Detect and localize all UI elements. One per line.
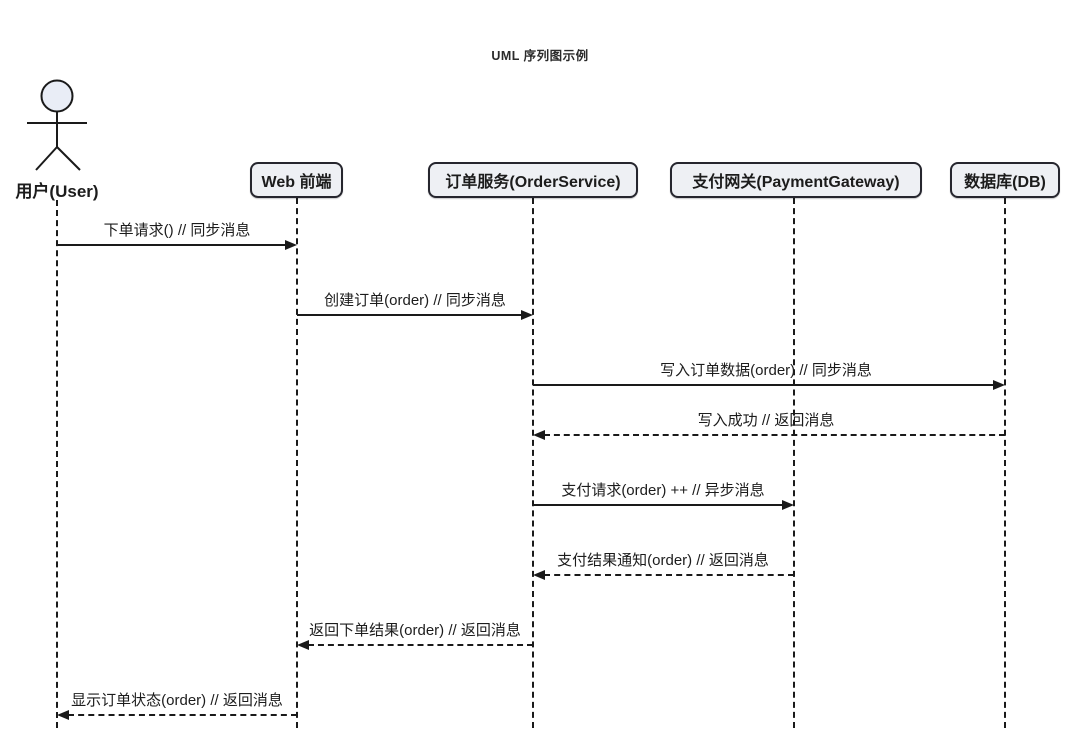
participant-label: 支付网关(PaymentGateway) (692, 174, 900, 191)
message-line (533, 384, 994, 386)
message-label: 显示订单状态(order) // 返回消息 (71, 692, 283, 709)
message-line (297, 314, 522, 316)
message-label: 支付请求(order) ++ // 异步消息 (561, 482, 765, 499)
participant-label: 数据库(DB) (964, 174, 1046, 191)
message-line (544, 574, 794, 576)
diagram-title: UML 序列图示例 (491, 49, 589, 63)
arrowhead-right (521, 310, 533, 320)
message-label: 写入成功 // 返回消息 (697, 412, 835, 429)
actor-label: 用户(User) (15, 182, 99, 201)
lifeline-payment-gateway (793, 198, 795, 728)
lifeline-web-frontend (296, 198, 298, 728)
actor-stick-figure-icon (27, 79, 87, 171)
message-line (68, 714, 297, 716)
participant-web-frontend: Web 前端 (250, 162, 343, 198)
participant-label: Web 前端 (261, 174, 332, 191)
lifeline-order-service (532, 198, 534, 728)
arrowhead-left (57, 710, 69, 720)
message-line (57, 244, 286, 246)
arrowhead-right (782, 500, 794, 510)
message-label: 返回下单结果(order) // 返回消息 (309, 622, 521, 639)
arrowhead-right (285, 240, 297, 250)
lifeline-user (56, 200, 58, 728)
message-line (533, 504, 783, 506)
lifeline-database (1004, 198, 1006, 728)
participant-order-service: 订单服务(OrderService) (428, 162, 638, 198)
arrowhead-left (533, 430, 545, 440)
participant-payment-gateway: 支付网关(PaymentGateway) (670, 162, 922, 198)
message-line (308, 644, 533, 646)
arrowhead-left (533, 570, 545, 580)
arrowhead-right (993, 380, 1005, 390)
message-label: 下单请求() // 同步消息 (103, 222, 251, 239)
message-label: 支付结果通知(order) // 返回消息 (557, 552, 769, 569)
arrowhead-left (297, 640, 309, 650)
message-line (544, 434, 1005, 436)
participant-label: 订单服务(OrderService) (445, 174, 621, 191)
message-label: 创建订单(order) // 同步消息 (324, 292, 506, 309)
participant-database: 数据库(DB) (950, 162, 1060, 198)
message-label: 写入订单数据(order) // 同步消息 (660, 362, 872, 379)
